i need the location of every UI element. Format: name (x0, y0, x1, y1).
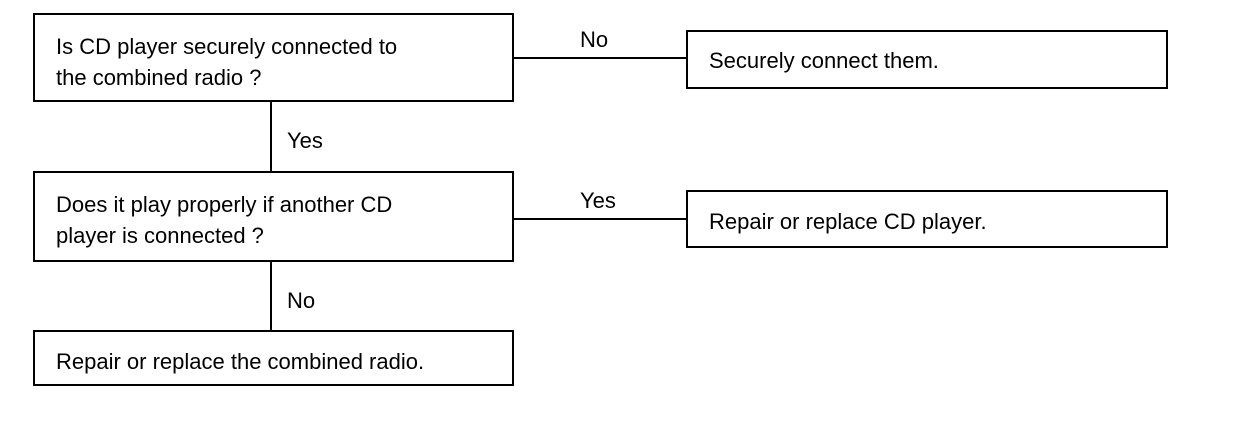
question-box-connection: Is CD player securely connected to the c… (33, 13, 514, 102)
question-another-player-line-1: Does it play properly if another CD (56, 192, 393, 217)
label-no-2: No (287, 288, 316, 313)
label-yes-1: Yes (287, 128, 323, 153)
question-another-player-line-2: player is connected ? (56, 223, 264, 248)
question-connection-line-2: the combined radio ? (56, 65, 262, 90)
connector-yes-1 (270, 102, 272, 171)
label-yes-2: Yes (580, 188, 616, 213)
connector-yes-2 (514, 218, 686, 220)
action-secure-connect-text: Securely connect them. (709, 48, 939, 73)
action-box-replace-radio: Repair or replace the combined radio. (33, 330, 514, 386)
label-no-1: No (580, 27, 609, 52)
action-box-replace-player: Repair or replace CD player. (686, 190, 1168, 248)
connector-no-1 (514, 57, 686, 59)
question-connection-line-1: Is CD player securely connected to (56, 34, 398, 59)
action-replace-radio-text: Repair or replace the combined radio. (56, 349, 425, 374)
connector-no-2 (270, 262, 272, 330)
action-replace-player-text: Repair or replace CD player. (709, 209, 987, 234)
question-box-another-player: Does it play properly if another CD play… (33, 171, 514, 262)
action-box-secure-connect: Securely connect them. (686, 30, 1168, 89)
